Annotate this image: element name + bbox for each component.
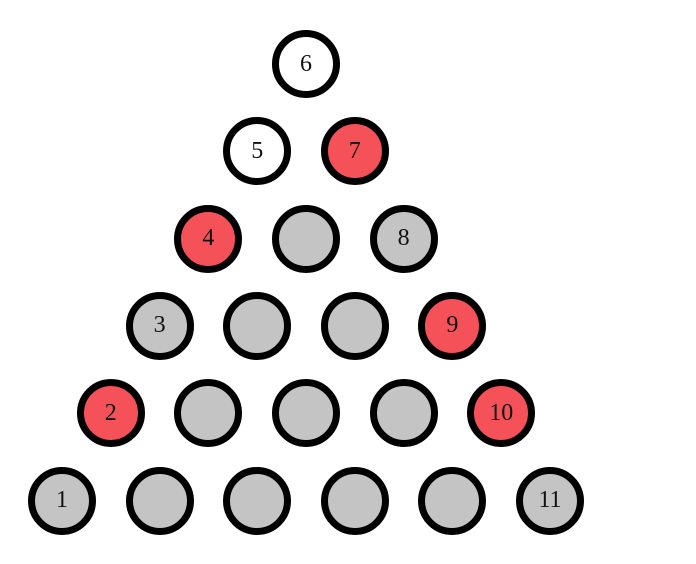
peg-6[interactable]: 6	[272, 30, 340, 98]
peg-r4-c3[interactable]	[320, 291, 389, 360]
peg-r5-c4[interactable]	[369, 379, 438, 448]
peg-8[interactable]: 8	[369, 204, 438, 273]
peg-r4-c2[interactable]	[223, 291, 292, 360]
peg-r6-c3[interactable]	[223, 466, 292, 535]
peg-r3-c2[interactable]	[272, 204, 340, 273]
peg-r6-c4[interactable]	[320, 466, 389, 535]
peg-r5-c2[interactable]	[174, 379, 243, 448]
peg-10[interactable]: 10	[467, 379, 536, 448]
peg-9[interactable]: 9	[418, 291, 487, 360]
peg-2[interactable]: 2	[76, 379, 145, 448]
peg-r6-c5[interactable]	[418, 466, 487, 535]
peg-r5-c3[interactable]	[272, 379, 340, 448]
peg-11[interactable]: 11	[516, 466, 584, 535]
peg-4[interactable]: 4	[174, 204, 243, 273]
peg-1[interactable]: 1	[28, 466, 96, 535]
peg-r6-c2[interactable]	[125, 466, 194, 535]
peg-7[interactable]: 7	[320, 117, 389, 186]
peg-3[interactable]: 3	[125, 291, 194, 360]
peg-5[interactable]: 5	[223, 117, 292, 186]
